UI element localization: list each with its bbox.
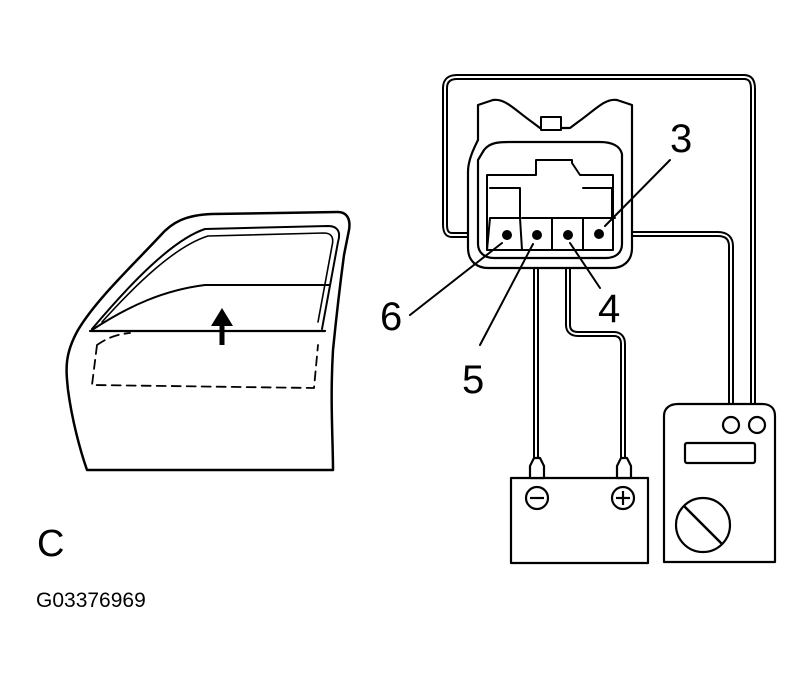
terminal-3 [594,229,604,239]
connector [466,98,634,270]
meter-jack-left [721,415,741,435]
battery-positive-post [615,456,633,480]
terminal-6 [502,230,512,240]
terminal-cells [486,187,616,251]
leader-pin-4 [569,242,601,289]
wires [442,74,756,463]
connector-cavity [476,140,624,260]
ohmmeter-dial-icon [674,496,732,554]
wire-pin6-to-meter-core [444,76,754,421]
window-frame-inner [101,232,334,323]
battery-negative-post [528,456,546,480]
connector-latch [540,116,562,131]
minus-terminal-icon [524,485,550,511]
ohmmeter [662,402,777,564]
pin-label-3: 3 [670,117,692,161]
leader-pin-5 [479,243,534,346]
panel-label: C [37,523,64,565]
terminal-5 [532,230,542,240]
plus-terminal-icon [610,485,636,511]
arrow-up-icon [211,308,233,345]
leader-pin-6 [409,242,503,316]
wire-pin4-to-battery-core [567,235,624,461]
figure-code: G03376969 [36,589,146,612]
battery-body [509,476,650,565]
wire-pin3-to-meter-core [599,233,732,421]
meter-display [683,441,757,465]
door-outline [65,210,351,472]
terminal-dots [502,229,604,240]
terminal-4 [563,230,573,240]
pin-label-5: 5 [462,358,484,402]
window-frame [91,225,341,330]
leader-pin-3 [604,159,671,227]
pin-label-4: 4 [598,287,620,331]
wire-pin4-to-battery [565,233,626,463]
car-door [65,210,351,472]
leader-lines [409,159,671,346]
pin-labels: 3 4 5 6 [380,117,692,402]
pin-label-6: 6 [380,295,402,339]
connector-inner-block [486,159,614,251]
lowered-glass-outline [91,332,319,389]
window-glass-edge [91,284,331,331]
meter-jack-right [747,415,767,435]
battery [509,456,650,565]
